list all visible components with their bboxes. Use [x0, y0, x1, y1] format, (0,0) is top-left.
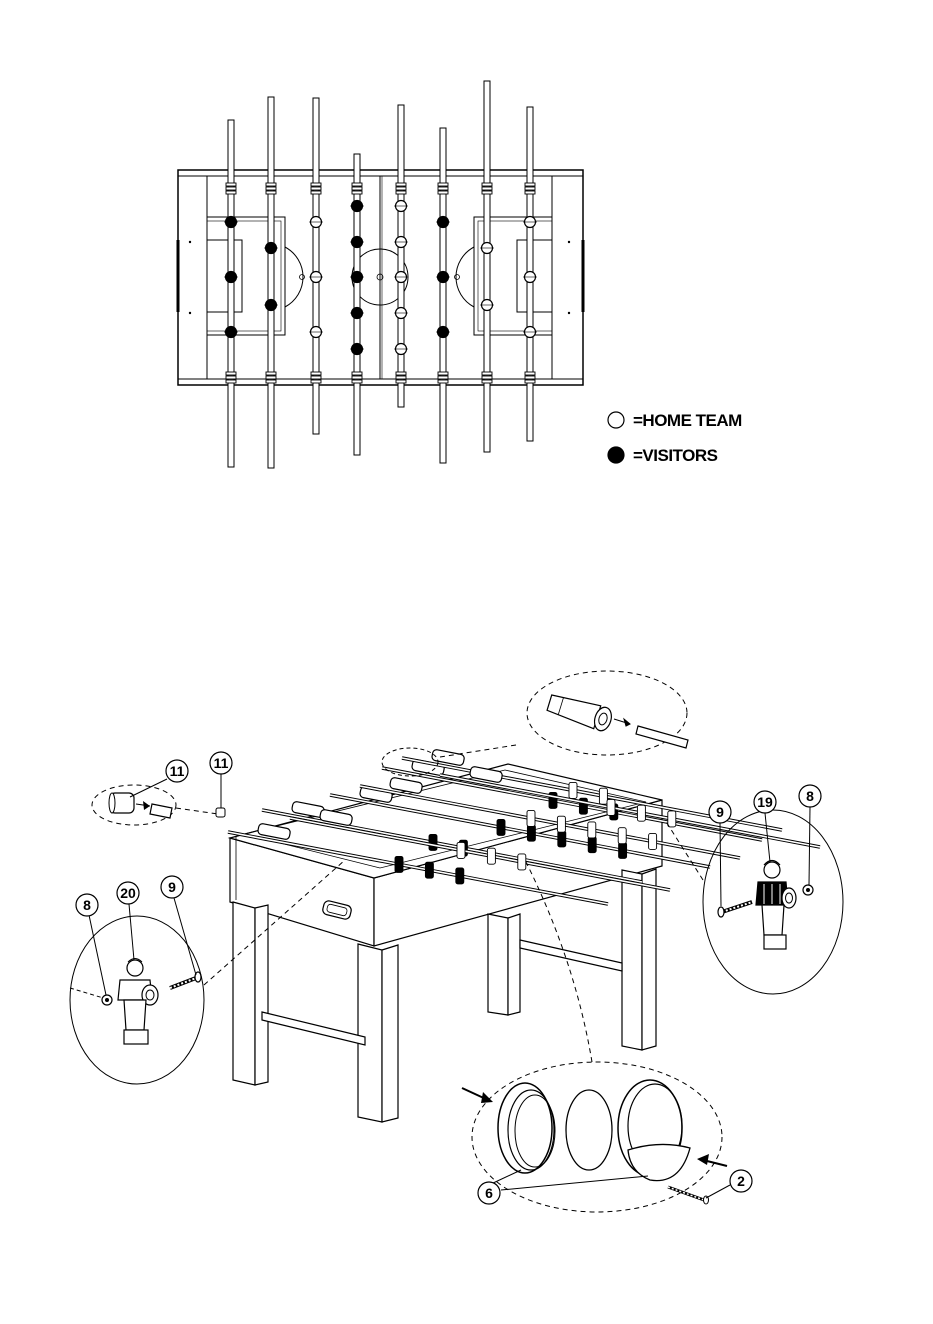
- rod-cap: [216, 808, 225, 817]
- callout-20: 20: [120, 885, 136, 901]
- rod-3: [309, 98, 323, 434]
- goal-disc: [566, 1090, 612, 1170]
- legend-visitors-label: =VISITORS: [633, 446, 718, 465]
- leg-front-left: [233, 902, 255, 1085]
- visitors-figure: [527, 825, 535, 841]
- player-legs: [124, 1000, 146, 1030]
- home-figure: [457, 842, 465, 858]
- crossbar-front: [262, 1012, 365, 1045]
- visitors-figure: [456, 868, 464, 884]
- leg-back-left: [488, 914, 508, 1015]
- rod-2: [264, 97, 278, 468]
- callout-2: 2: [737, 1173, 745, 1189]
- player-head: [127, 960, 143, 976]
- legend-home-label: =HOME TEAM: [633, 411, 742, 430]
- table-top-view: [178, 81, 583, 468]
- home-figure: [487, 848, 495, 864]
- player-foot: [124, 1030, 148, 1044]
- callout-9-left: 9: [168, 879, 176, 895]
- bolt-icon: [718, 907, 724, 917]
- callout-19: 19: [757, 794, 773, 810]
- table-perspective-view: [228, 749, 820, 1122]
- home-figure: [527, 810, 535, 826]
- callout-11-rod: 11: [214, 755, 229, 771]
- visitors-figure: [425, 862, 433, 878]
- visitors-figure: [429, 834, 437, 850]
- callout-6: 6: [485, 1185, 493, 1201]
- legend: =HOME TEAM =VISITORS: [608, 411, 742, 465]
- home-figure: [668, 811, 676, 827]
- rod-5: [394, 105, 408, 407]
- crossbar-back: [520, 940, 622, 971]
- visitors-figure: [588, 837, 596, 853]
- leg-back-right: [622, 870, 642, 1050]
- visitors-marker-icon: [608, 447, 624, 463]
- handle-grip: [546, 691, 601, 729]
- home-figure: [588, 822, 596, 838]
- rod-7: [480, 81, 494, 452]
- home-figure: [618, 828, 626, 844]
- home-figure: [649, 833, 657, 849]
- callout-8-left: 8: [83, 897, 91, 913]
- rod-8: [523, 107, 537, 441]
- detail-goal-cup: [462, 860, 727, 1212]
- home-figure: [607, 799, 615, 815]
- rod-1: [224, 120, 238, 467]
- visitors-figure: [558, 831, 566, 847]
- home-team-marker-icon: [608, 412, 624, 428]
- callout-11-cap: 11: [170, 763, 185, 779]
- home-figure: [599, 788, 607, 804]
- home-figure: [569, 782, 577, 798]
- home-figure: [557, 816, 565, 832]
- callout-8-right: 8: [806, 788, 814, 804]
- visitors-figure: [497, 819, 505, 835]
- leg-front-right: [358, 944, 382, 1122]
- home-figure: [518, 854, 526, 870]
- detail-handle-top: [382, 671, 688, 776]
- rod-6: [436, 128, 450, 463]
- home-figure: [637, 805, 645, 821]
- visitors-figure: [619, 842, 627, 858]
- visitors-figure: [395, 856, 403, 872]
- detail-handle-left: [92, 785, 225, 825]
- callout-9-right: 9: [716, 804, 724, 820]
- rod-4: [350, 154, 364, 455]
